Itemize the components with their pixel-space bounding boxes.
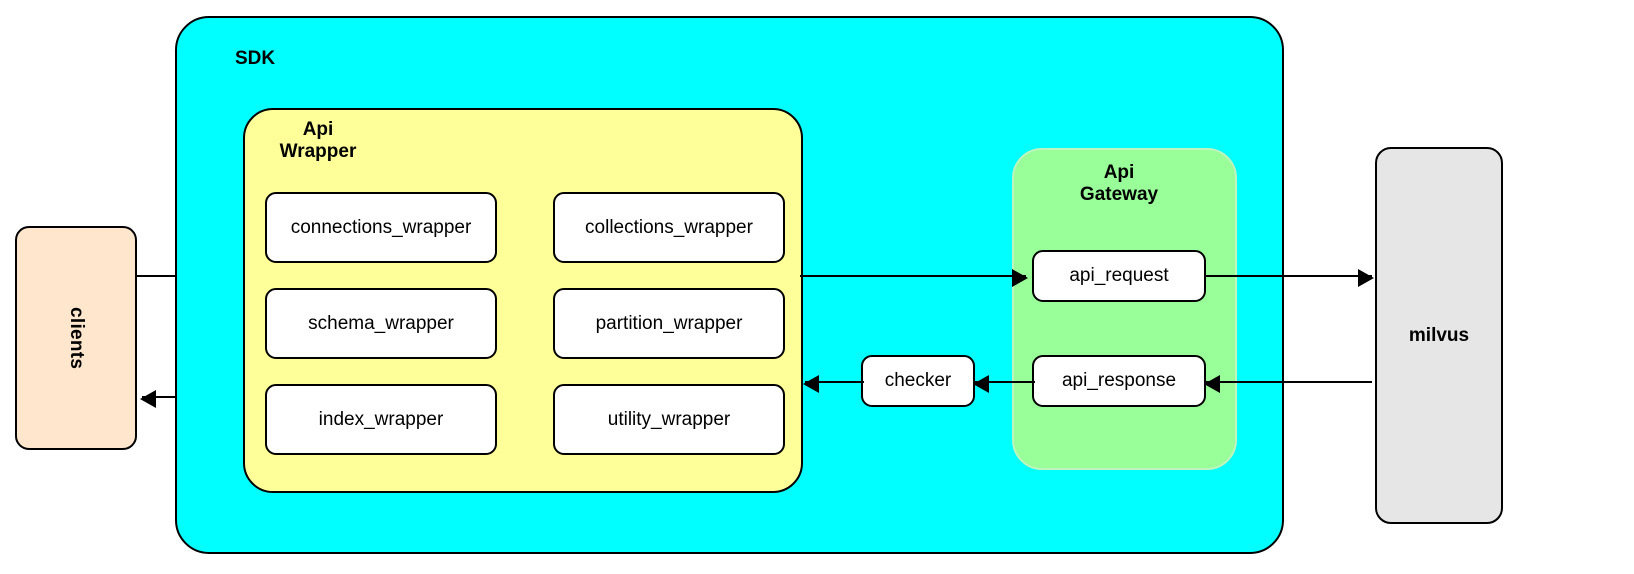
api-response-node[interactable]: api_response (1032, 355, 1206, 407)
module-partition-wrapper[interactable]: partition_wrapper (553, 288, 785, 359)
checker-node[interactable]: checker (861, 355, 975, 407)
api-gateway-container: Api Gateway (1012, 148, 1237, 470)
module-label: index_wrapper (318, 408, 444, 430)
sdk-label: SDK (234, 48, 276, 69)
milvus-label: milvus (1408, 324, 1470, 346)
arrow-api-request-to-milvus (1206, 269, 1374, 287)
module-connections-wrapper[interactable]: connections_wrapper (265, 192, 497, 263)
module-schema-wrapper[interactable]: schema_wrapper (265, 288, 497, 359)
arrow-milvus-to-api-response (1204, 375, 1372, 393)
api-gateway-label: Api Gateway (1079, 162, 1159, 206)
clients-label: clients (66, 306, 87, 370)
clients-node[interactable]: clients (15, 226, 137, 450)
api-request-node[interactable]: api_request (1032, 250, 1206, 302)
arrow-api-response-to-checker (973, 375, 1035, 393)
module-label: partition_wrapper (595, 312, 743, 334)
module-label: connections_wrapper (290, 216, 472, 238)
api-response-label: api_response (1061, 370, 1177, 391)
api-wrapper-label: Api Wrapper (279, 119, 357, 163)
milvus-node[interactable]: milvus (1375, 147, 1503, 524)
api-request-label: api_request (1069, 265, 1169, 286)
module-label: utility_wrapper (607, 408, 731, 430)
arrow-checker-to-api-wrapper (803, 375, 864, 393)
arrow-api-wrapper-to-api-gateway (800, 269, 1028, 287)
module-label: collections_wrapper (585, 216, 753, 238)
checker-label: checker (884, 370, 952, 391)
module-label: schema_wrapper (308, 312, 454, 334)
module-collections-wrapper[interactable]: collections_wrapper (553, 192, 785, 263)
module-utility-wrapper[interactable]: utility_wrapper (553, 384, 785, 455)
module-index-wrapper[interactable]: index_wrapper (265, 384, 497, 455)
